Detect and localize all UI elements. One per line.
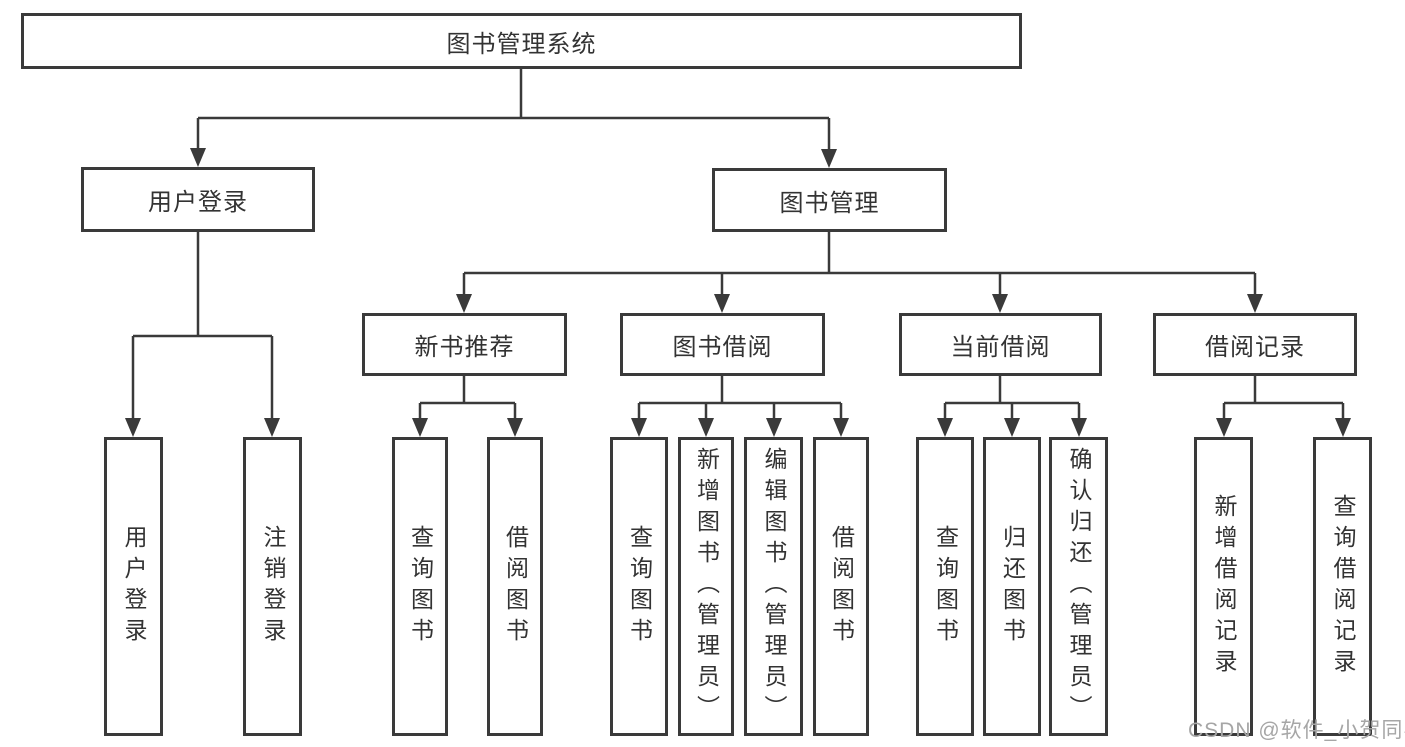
leaf-query-borrow-record: 查询借阅记录 xyxy=(1313,437,1372,736)
arrowhead-icon xyxy=(125,418,141,437)
leaf-edit-book-admin: 编辑图书（管理员） xyxy=(744,437,803,736)
leaf-label: 编辑图书（管理员） xyxy=(761,447,787,726)
leaf-label: 注销登录 xyxy=(260,524,286,649)
leaf-borrow-book: 借阅图书 xyxy=(813,437,869,736)
node-book-management: 图书管理 xyxy=(712,168,947,232)
arrowhead-icon xyxy=(1071,418,1087,437)
arrowhead-icon xyxy=(714,294,730,313)
arrowhead-icon xyxy=(1004,418,1020,437)
arrowhead-icon xyxy=(1247,294,1263,313)
leaf-add-book-admin: 新增图书（管理员） xyxy=(678,437,734,736)
arrowhead-icon xyxy=(1335,418,1351,437)
node-borrow-records: 借阅记录 xyxy=(1153,313,1357,376)
arrowhead-icon xyxy=(456,294,472,313)
arrowhead-icon xyxy=(631,418,647,437)
leaf-borrow-query-book: 查询图书 xyxy=(610,437,668,736)
leaf-user-login: 用户登录 xyxy=(104,437,163,736)
leaf-label: 借阅图书 xyxy=(828,524,855,649)
node-book-borrow: 图书借阅 xyxy=(620,313,825,376)
leaf-add-borrow-record: 新增借阅记录 xyxy=(1194,437,1253,736)
leaf-label: 借阅图书 xyxy=(502,524,529,649)
leaf-label: 查询图书 xyxy=(932,524,959,649)
leaf-current-query-book: 查询图书 xyxy=(916,437,974,736)
node-new-book-recommend: 新书推荐 xyxy=(362,313,567,376)
arrowhead-icon xyxy=(698,418,714,437)
leaf-label: 归还图书 xyxy=(999,524,1026,649)
leaf-label: 查询图书 xyxy=(407,524,434,649)
arrowhead-icon xyxy=(766,418,782,437)
arrowhead-icon xyxy=(190,148,206,167)
arrowhead-icon xyxy=(1216,418,1232,437)
leaf-rec-query-book: 查询图书 xyxy=(392,437,448,736)
node-user-login: 用户登录 xyxy=(81,167,315,232)
leaf-label: 新增借阅记录 xyxy=(1211,493,1237,680)
leaf-confirm-return-admin: 确认归还（管理员） xyxy=(1049,437,1108,736)
leaf-label: 查询图书 xyxy=(626,524,653,649)
arrowhead-icon xyxy=(507,418,523,437)
leaf-label: 用户登录 xyxy=(121,524,147,649)
leaf-label: 新增图书（管理员） xyxy=(693,447,720,726)
arrowhead-icon xyxy=(412,418,428,437)
node-root-system: 图书管理系统 xyxy=(21,13,1022,69)
arrowhead-icon xyxy=(937,418,953,437)
arrowhead-icon xyxy=(821,149,837,168)
watermark: CSDN @软件_小贺同学 xyxy=(1188,719,1405,742)
leaf-rec-borrow-book: 借阅图书 xyxy=(487,437,543,736)
leaf-label: 确认归还（管理员） xyxy=(1066,447,1092,726)
arrowhead-icon xyxy=(264,418,280,437)
leaf-return-book: 归还图书 xyxy=(983,437,1041,736)
arrowhead-icon xyxy=(833,418,849,437)
node-current-borrow: 当前借阅 xyxy=(899,313,1102,376)
leaf-label: 查询借阅记录 xyxy=(1330,493,1356,680)
arrowhead-icon xyxy=(992,294,1008,313)
leaf-logout: 注销登录 xyxy=(243,437,302,736)
